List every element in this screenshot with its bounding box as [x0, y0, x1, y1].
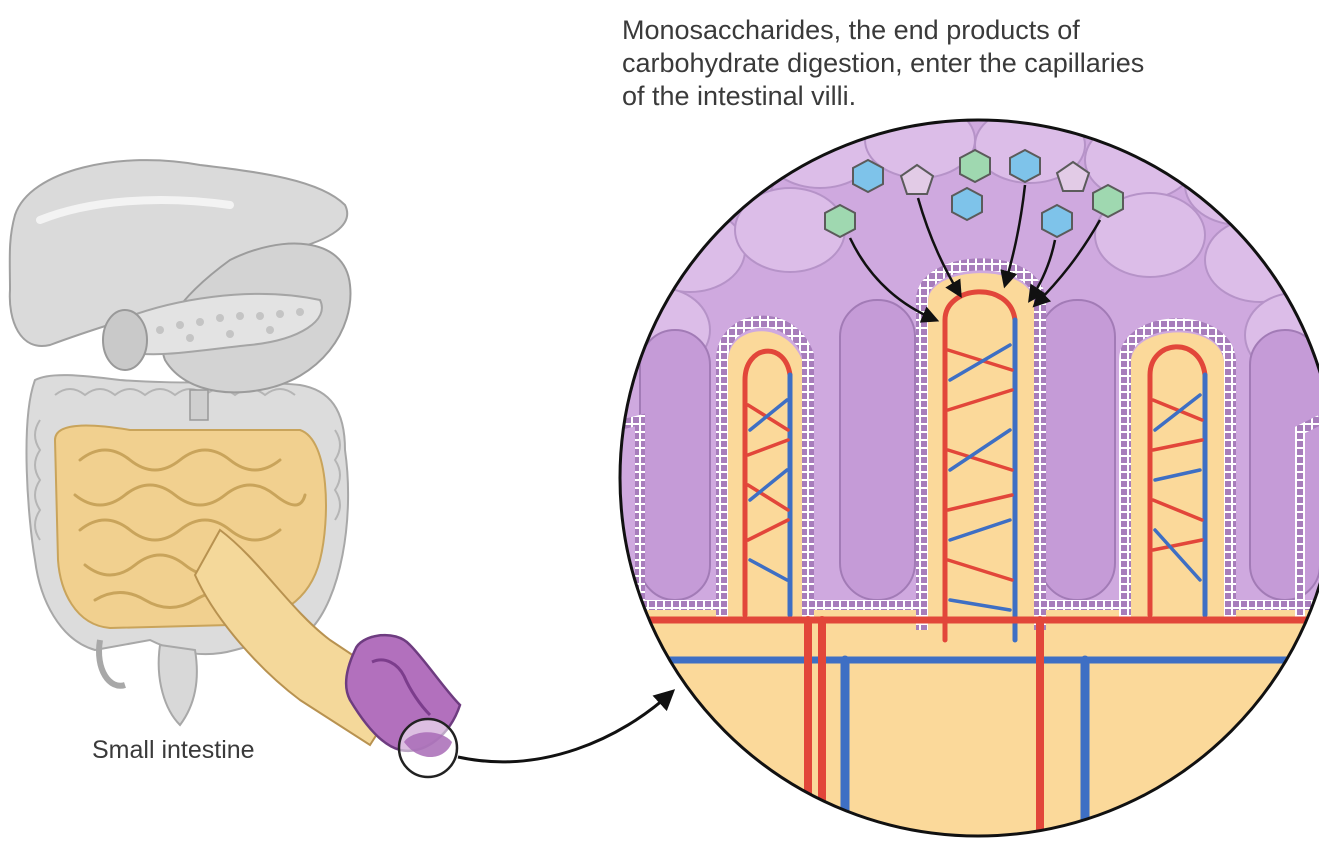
- villus-right: [1125, 324, 1230, 620]
- small-intestine-label: Small intestine: [92, 736, 255, 765]
- monosaccharide-hexagon: [1093, 185, 1123, 217]
- monosaccharide-hexagon: [853, 160, 883, 192]
- villi-magnified-view: [600, 100, 1319, 860]
- monosaccharide-hexagon: [1010, 150, 1040, 182]
- zoom-arrow: [458, 692, 672, 762]
- monosaccharide-hexagon: [952, 188, 982, 220]
- monosaccharide-hexagon: [825, 205, 855, 237]
- monosaccharide-hexagon: [1042, 205, 1072, 237]
- villus-left: [722, 322, 808, 620]
- villus-center: [922, 264, 1040, 630]
- rectum: [159, 645, 197, 725]
- monosaccharide-hexagon: [960, 150, 990, 182]
